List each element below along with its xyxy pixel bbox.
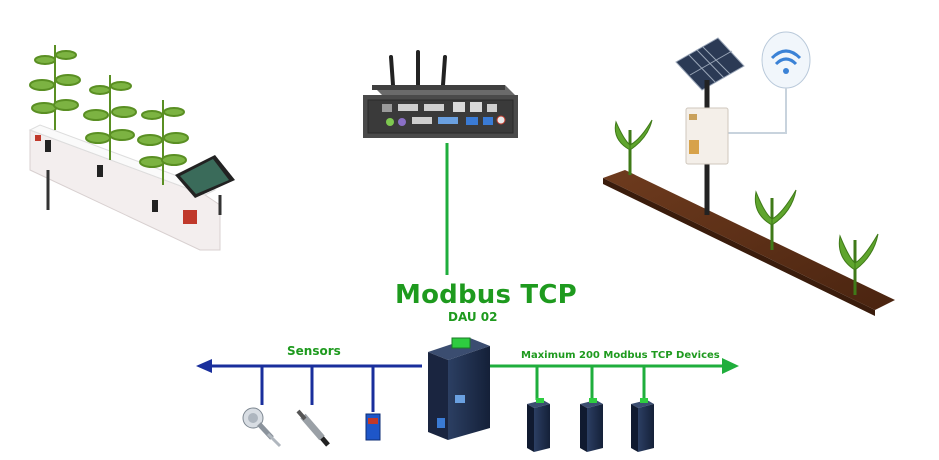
- sensor-icon: [242, 407, 381, 448]
- industrial-pc-icon: [363, 50, 518, 138]
- modbus-device-icon: [527, 398, 550, 452]
- modbus-devices-bus-label: Maximum 200 Modbus TCP Devices: [521, 350, 720, 361]
- greenhouse-planter-icon: [28, 45, 235, 251]
- sensor-bus: [196, 359, 422, 412]
- solar-weather-station-icon: [603, 31, 895, 316]
- modbus-device-icon: [580, 398, 603, 452]
- modbus-device-icon: [631, 398, 654, 452]
- dau02-gateway-icon: [428, 337, 490, 440]
- diagram-title: Modbus TCP: [395, 280, 577, 310]
- modbus-device-bus: [490, 358, 739, 400]
- gateway-label: DAU 02: [448, 310, 498, 324]
- sensors-bus-label: Sensors: [287, 344, 341, 358]
